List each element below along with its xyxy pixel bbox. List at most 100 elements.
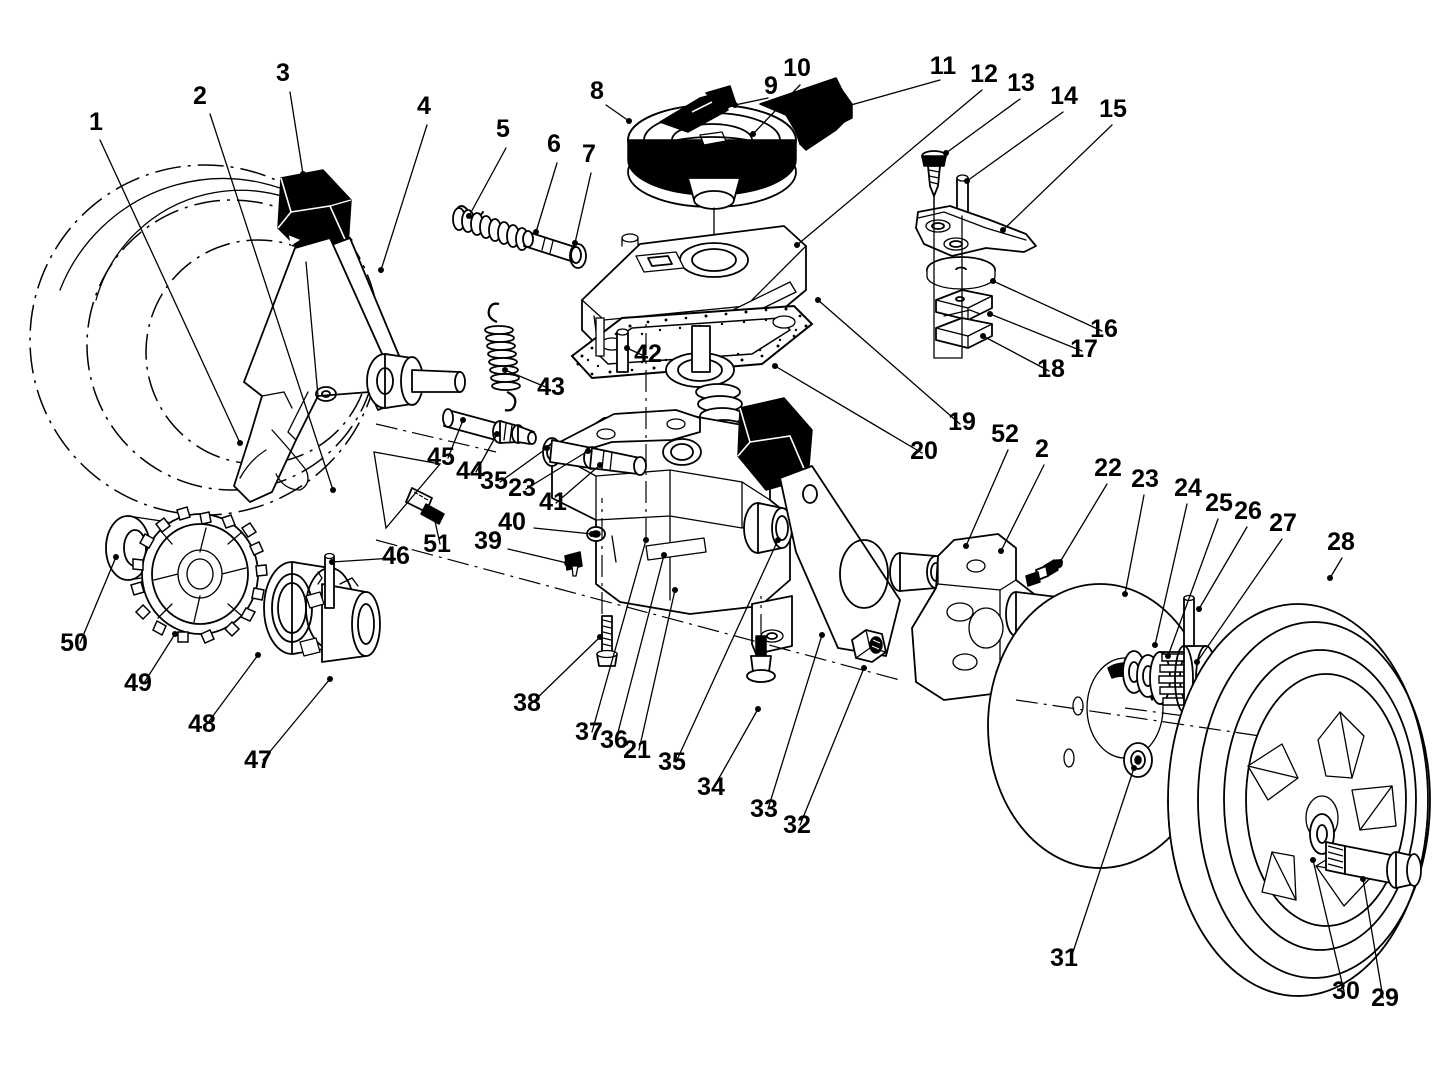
callout-leader-line xyxy=(1000,464,1045,552)
callout-number-label: 47 xyxy=(244,746,272,774)
callout-20: 20 xyxy=(772,363,938,465)
callout-47: 47 xyxy=(244,676,333,774)
callout-44: 44 xyxy=(456,431,500,485)
callout-endpoint-dot xyxy=(300,171,306,177)
callout-endpoint-dot xyxy=(1165,653,1171,659)
callout-endpoint-dot xyxy=(672,587,678,593)
callout-leader-line xyxy=(713,708,759,788)
callout-number-label: 23 xyxy=(1131,465,1159,493)
callout-number-label: 33 xyxy=(750,795,778,823)
callout-endpoint-dot xyxy=(1152,642,1158,648)
callout-32: 32 xyxy=(783,665,867,839)
callout-endpoint-dot xyxy=(1131,765,1137,771)
callout-endpoint-dot xyxy=(661,552,667,558)
part-22-grease-fitting xyxy=(1025,559,1063,587)
callout-number-label: 46 xyxy=(382,542,410,570)
part-41-shaft xyxy=(589,447,647,476)
callout-endpoint-dot xyxy=(330,487,336,493)
callout-leader-line xyxy=(99,139,241,444)
callout-leader-line xyxy=(535,162,558,233)
callout-52: 52 xyxy=(963,420,1019,549)
callout-leader-line xyxy=(965,449,1009,547)
callout-endpoint-dot xyxy=(172,631,178,637)
callout-40: 40 xyxy=(498,508,595,537)
callout-45: 45 xyxy=(427,417,466,471)
callout-leader-line xyxy=(774,365,923,454)
callout-endpoint-dot xyxy=(572,240,578,246)
callout-number-label: 8 xyxy=(590,77,604,105)
callout-endpoint-dot xyxy=(626,118,632,124)
callout-number-label: 39 xyxy=(474,527,502,555)
fork-hub-shaft xyxy=(366,353,466,409)
callout-13: 13 xyxy=(943,69,1035,156)
callout-leader-line xyxy=(468,147,507,217)
callout-number-label: 50 xyxy=(60,629,88,657)
callout-number-label: 11 xyxy=(930,52,957,80)
callout-endpoint-dot xyxy=(466,213,472,219)
callout-leader-line xyxy=(799,667,865,826)
callout-endpoint-dot xyxy=(732,102,738,108)
callout-24: 24 xyxy=(1152,474,1202,648)
callout-number-label: 42 xyxy=(634,340,662,368)
callout-endpoint-dot xyxy=(1327,575,1333,581)
callout-leader-line xyxy=(1124,494,1145,595)
callout-number-label: 40 xyxy=(498,508,526,536)
callout-leader-line xyxy=(591,539,647,733)
callout-23: 23 xyxy=(508,448,591,502)
callout-number-label: 26 xyxy=(1234,497,1262,525)
callout-endpoint-dot xyxy=(494,431,500,437)
callout-leader-line xyxy=(499,447,548,483)
callout-endpoint-dot xyxy=(589,531,595,537)
callout-leader-line xyxy=(475,433,498,473)
callout-endpoint-dot xyxy=(237,440,243,446)
callout-endpoint-dot xyxy=(823,109,829,115)
callout-37: 37 xyxy=(575,537,649,746)
callout-number-label: 15 xyxy=(1099,95,1127,123)
part-43-extension-spring xyxy=(484,302,521,412)
part-16-washer xyxy=(926,256,996,290)
callout-endpoint-dot xyxy=(378,267,384,273)
callout-14: 14 xyxy=(964,82,1078,184)
callout-leader-line xyxy=(752,84,801,135)
callout-33: 33 xyxy=(750,632,825,823)
callout-18: 18 xyxy=(980,333,1065,383)
callout-number-label: 23 xyxy=(508,474,536,502)
callout-leader-line xyxy=(817,299,961,425)
callout-endpoint-dot xyxy=(987,311,993,317)
callout-number-label: 24 xyxy=(1174,474,1202,502)
callout-number-label: 35 xyxy=(480,467,508,495)
callout-19: 19 xyxy=(815,297,976,436)
callout-endpoint-dot xyxy=(794,242,800,248)
callout-number-label: 51 xyxy=(423,530,451,558)
output-shaft-bearing-boss xyxy=(665,325,735,388)
callout-number-label: 20 xyxy=(910,437,938,465)
callout-leader-line xyxy=(767,634,823,810)
callout-17: 17 xyxy=(987,311,1098,363)
callout-12: 12 xyxy=(794,60,998,248)
callout-leader-line xyxy=(574,172,592,244)
callout-leader-line xyxy=(1154,503,1188,646)
callout-endpoint-dot xyxy=(750,131,756,137)
callout-number-label: 29 xyxy=(1371,984,1399,1012)
callout-leader-line xyxy=(209,113,334,491)
callout-leader-line xyxy=(289,91,304,175)
part-9-pulley-retainer xyxy=(659,85,737,133)
callout-15: 15 xyxy=(1000,95,1127,233)
callout-25: 25 xyxy=(1165,489,1233,659)
callout-number-label: 27 xyxy=(1269,509,1297,537)
callout-6: 6 xyxy=(533,130,561,235)
callout-5: 5 xyxy=(466,115,510,219)
callout-number-label: 32 xyxy=(783,811,811,839)
callout-21: 21 xyxy=(623,587,678,764)
callout-number-label: 52 xyxy=(991,420,1019,448)
callout-number-label: 2 xyxy=(1035,435,1049,463)
callout-number-label: 9 xyxy=(764,72,778,100)
callout-leader-line xyxy=(262,678,331,761)
callout-endpoint-dot xyxy=(430,509,436,515)
callout-leader-line xyxy=(675,539,779,763)
callout-endpoint-dot xyxy=(1360,876,1366,882)
callout-31: 31 xyxy=(1050,765,1137,972)
callout-number-label: 35 xyxy=(658,748,686,776)
callout-endpoint-dot xyxy=(564,560,570,566)
